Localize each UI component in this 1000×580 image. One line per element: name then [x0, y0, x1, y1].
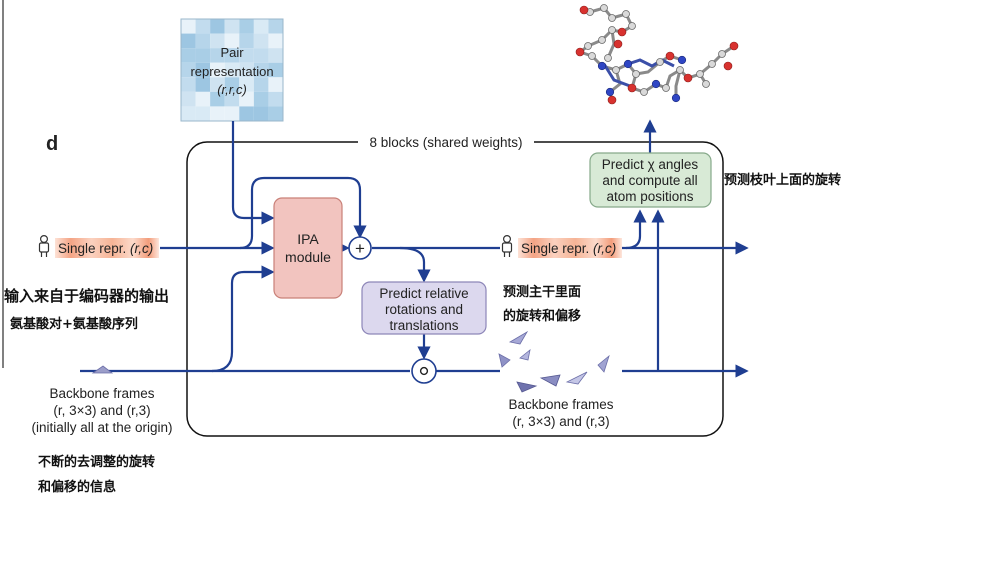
ipa-module-box: [273, 197, 343, 299]
heatmap-cell: [253, 77, 269, 92]
single-input-label: Single repr. (r,c): [58, 241, 153, 256]
single-output-label: Single repr. (r,c): [521, 241, 616, 256]
pair-to-ipa-arrow: [231, 121, 275, 225]
pair-dims: (r,r,c): [217, 82, 247, 97]
predict-rot-line2: rotations and: [385, 302, 463, 317]
annotation-encoder-output: 输入来自于编码器的输出: [4, 287, 169, 305]
heatmap-cell: [181, 19, 196, 34]
heatmap-cell: [253, 62, 269, 78]
pair-subtitle: representation: [190, 64, 273, 79]
backbone-in-line2: (r, 3×3) and (r,3): [53, 403, 150, 418]
compose-operator: [411, 358, 437, 384]
heatmap-cell: [181, 77, 196, 92]
heatmap-cell: [239, 91, 254, 107]
heatmap-cell: [239, 33, 254, 49]
backbone-out-line2: (r, 3×3) and (r,3): [512, 414, 609, 429]
annotation-side-chain-rotation: 预测枝叶上面的旋转: [724, 172, 841, 188]
heatmap-cell: [195, 62, 211, 78]
predict-chi-box: [589, 152, 712, 208]
heatmap-cell: [239, 106, 254, 121]
heatmap-cell: [224, 106, 240, 121]
compose-symbol: [419, 366, 429, 376]
heatmap-cell: [253, 91, 269, 107]
heatmap-cell: [253, 33, 269, 49]
heatmap-cell: [210, 33, 225, 49]
triangle-frame-icon: [91, 365, 114, 374]
heatmap-cell: [224, 19, 240, 34]
add-symbol: +: [355, 239, 365, 258]
heatmap-cell: [181, 48, 196, 63]
loop-label-bg: [358, 134, 534, 150]
heatmap-cell: [268, 77, 283, 92]
backbone-in-line3: (initially all at the origin): [31, 420, 172, 435]
heatmap-cell: [253, 19, 269, 34]
heatmap-cell: [239, 19, 254, 34]
ipa-line2: module: [285, 249, 331, 265]
predict-rotations-box: [361, 281, 487, 335]
panel-label: d: [46, 133, 58, 155]
person-icon: [38, 235, 50, 257]
heatmap-cell: [224, 33, 240, 49]
heatmap-cell: [224, 91, 240, 107]
annotation-continuous-2: 和偏移的信息: [38, 479, 116, 495]
heatmap-cell: [181, 106, 196, 121]
annotation-amino-acid-pair: 氨基酸对+氨基酸序列: [9, 316, 138, 332]
heatmap-cell: [224, 77, 240, 92]
annotation-continuous-1: 不断的去调整的旋转: [38, 454, 155, 470]
heatmap-cell: [268, 91, 283, 107]
protein-structure-icon: [575, 4, 739, 105]
loop-label: 8 blocks (shared weights): [369, 135, 522, 150]
heatmap-cell: [181, 62, 196, 78]
heatmap-cell: [268, 33, 283, 49]
residual-skip-arrow: [239, 176, 367, 250]
single-to-chi-arrow: [625, 209, 647, 250]
heatmap-cell: [268, 48, 283, 63]
heatmap-cell: [195, 106, 211, 121]
backbone-out-line1: Backbone frames: [508, 397, 613, 412]
backbone-to-ipa-arrow: [211, 265, 275, 373]
heatmap-cell: [210, 91, 225, 107]
heatmap-cell: [210, 48, 225, 63]
heatmap-cell: [195, 48, 211, 63]
heatmap-cell: [195, 19, 211, 34]
heatmap-cell: [253, 106, 269, 121]
heatmap-cell: [224, 48, 240, 63]
heatmap-cell: [268, 62, 283, 78]
heatmap-cell: [210, 19, 225, 34]
heatmap-cell: [239, 77, 254, 92]
heatmap-cell: [239, 48, 254, 63]
backbone-in-line1: Backbone frames: [49, 386, 154, 401]
heatmap-cell: [195, 33, 211, 49]
heatmap-cell: [239, 62, 254, 78]
predict-rot-line1: Predict relative: [379, 286, 468, 301]
heatmap-cell: [195, 91, 211, 107]
ipa-line1: IPA: [297, 231, 319, 247]
heatmap-cell: [181, 33, 196, 49]
add-operator: [348, 236, 372, 260]
heatmap-cell: [210, 106, 225, 121]
predict-rot-line3: translations: [389, 318, 458, 333]
person-icon: [501, 235, 513, 257]
to-predict-rot-arrow: [399, 246, 431, 283]
predict-chi-line2: and compute all: [602, 173, 697, 188]
heatmap-cell: [210, 62, 225, 78]
single-output-bar: [518, 238, 622, 258]
annotation-backbone-pred-2: 的旋转和偏移: [503, 308, 581, 324]
pair-heatmap-icon: [181, 19, 283, 121]
single-input-bar: [55, 238, 159, 258]
heatmap-cell: [268, 19, 283, 34]
annotation-backbone-pred-1: 预测主干里面: [503, 284, 581, 300]
heatmap-cell: [195, 77, 211, 92]
heatmap-cell: [253, 48, 269, 63]
heatmap-cell: [268, 106, 283, 121]
triangle-frame-icon: [498, 330, 610, 393]
heatmap-cell: [210, 77, 225, 92]
heatmap-cell: [224, 62, 240, 78]
heatmap-cell: [181, 91, 196, 107]
predict-chi-line3: atom positions: [606, 189, 693, 204]
pair-title: Pair: [220, 45, 244, 60]
predict-chi-line1: Predict χ angles: [602, 157, 699, 172]
